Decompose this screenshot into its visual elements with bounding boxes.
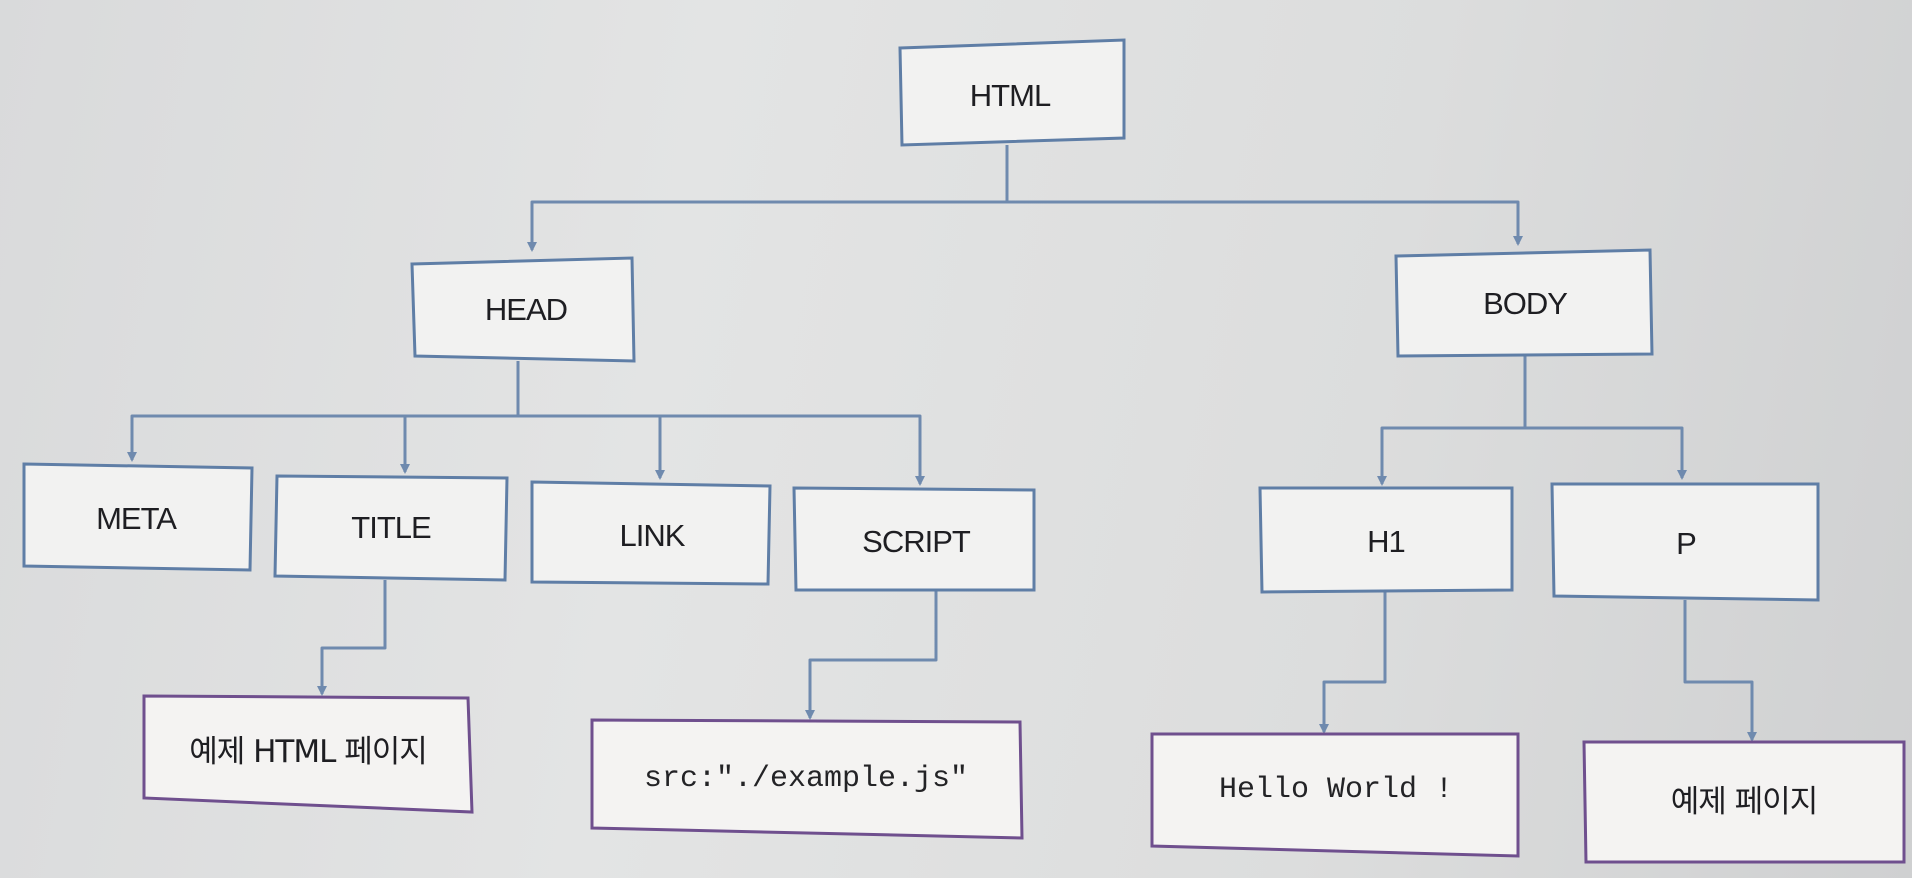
text-node-script-src: src:"./example.js" [590,718,1024,840]
node-script: SCRIPT [792,486,1036,592]
text-node-h1: Hello World ! [1150,732,1520,858]
node-h1-label: H1 [1367,524,1405,559]
edge-p-text [1683,600,1757,742]
node-head: HEAD [410,256,636,363]
node-body-label: BODY [1483,286,1567,321]
text-node-script-src-label: src:"./example.js" [644,762,968,796]
node-head-label: HEAD [485,292,567,327]
edge-body-h1 [1377,356,1527,486]
tree-edges [127,145,1757,742]
node-meta: META [22,462,254,572]
text-node-h1-label: Hello World ! [1219,773,1453,807]
node-html-label: HTML [970,78,1051,113]
node-p-label: P [1676,526,1696,561]
node-title-label: TITLE [351,510,431,545]
node-meta-label: META [96,501,177,536]
node-script-label: SCRIPT [862,524,971,559]
edge-body-p [1525,426,1687,480]
node-body: BODY [1394,248,1654,358]
node-p: P [1550,482,1820,602]
node-link-label: LINK [620,518,686,553]
node-h1: H1 [1258,486,1514,594]
node-link: LINK [530,480,772,586]
node-html: HTML [898,38,1126,147]
text-node-title: 예제 HTML 페이지 [142,694,474,814]
edge-h1-text [1319,592,1387,734]
edge-html-head [527,145,1009,252]
edge-title-text [317,580,387,696]
edge-script-src [805,590,938,720]
edge-head-bus [127,361,520,462]
edge-head-script [660,414,925,486]
text-node-title-label: 예제 HTML 페이지 [189,734,427,770]
text-node-p: 예제 페이지 [1582,740,1906,864]
edge-html-body [1007,200,1523,246]
text-node-p-label: 예제 페이지 [1671,784,1817,820]
node-title: TITLE [273,474,509,582]
edge-head-link [518,414,665,480]
